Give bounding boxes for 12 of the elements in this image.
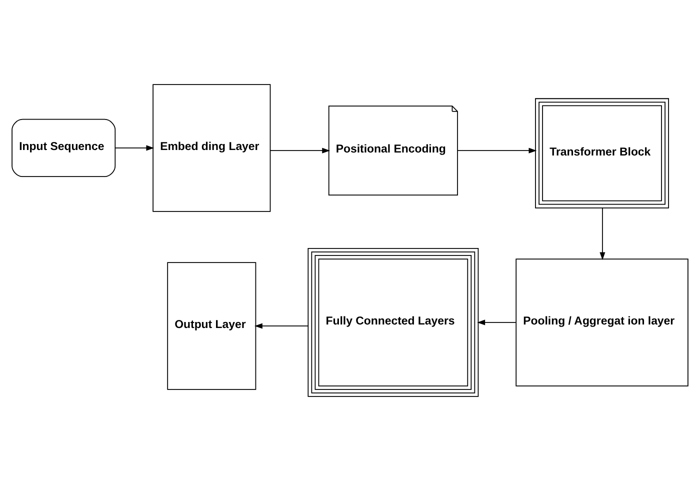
node-box: Input Sequence bbox=[12, 118, 116, 177]
node-box: Transformer Block bbox=[535, 98, 669, 208]
arrow bbox=[457, 147, 537, 153]
node-box: Output Layer bbox=[167, 262, 256, 390]
arrow bbox=[477, 319, 516, 325]
node-box: Embed ding Layer bbox=[152, 84, 271, 212]
arrow bbox=[254, 322, 308, 328]
node-box: Fully Connected Layers bbox=[308, 248, 479, 396]
node-box: Pooling / Aggregat ion layer bbox=[516, 258, 688, 386]
arrow bbox=[270, 147, 330, 153]
arrow bbox=[114, 144, 154, 150]
arrow bbox=[600, 207, 606, 260]
